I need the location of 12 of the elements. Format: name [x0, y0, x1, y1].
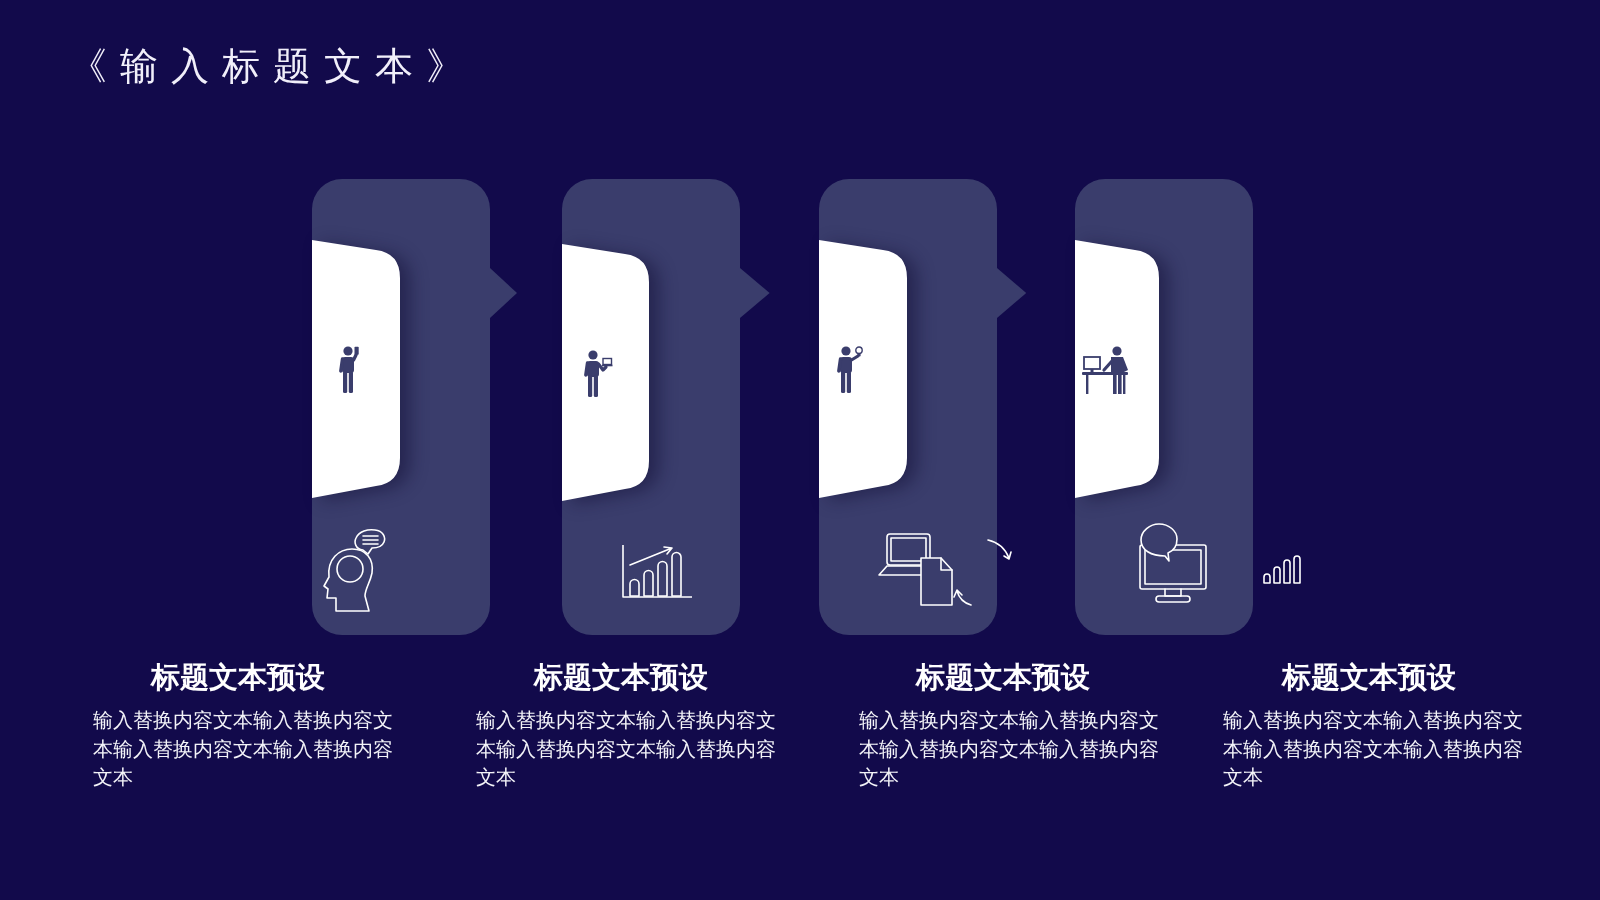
slide-title: 《输入标题文本》 — [69, 43, 477, 90]
step-heading: 标题文本预设 — [916, 659, 1090, 695]
step-heading: 标题文本预设 — [151, 659, 325, 695]
arrow — [997, 268, 1027, 318]
step-description: 输入替换内容文本输入替换内容文本输入替换内容文本输入替换内容文本 — [859, 707, 1160, 791]
step-description: 输入替换内容文本输入替换内容文本输入替换内容文本输入替换内容文本 — [476, 707, 777, 791]
arrow — [740, 268, 770, 318]
step-heading: 标题文本预设 — [1282, 659, 1456, 695]
arrow — [490, 268, 517, 318]
step-description: 输入替换内容文本输入替换内容文本输入替换内容文本输入替换内容文本 — [1223, 707, 1524, 791]
step-heading: 标题文本预设 — [534, 659, 708, 695]
step-description: 输入替换内容文本输入替换内容文本输入替换内容文本输入替换内容文本 — [93, 707, 394, 791]
